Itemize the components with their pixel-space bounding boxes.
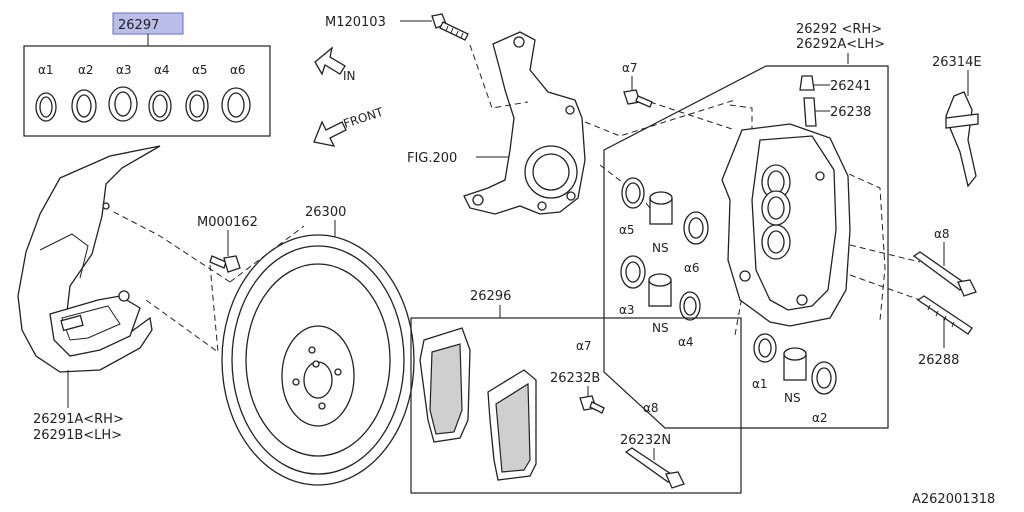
seal-kit-items: α1 α2 α3 α4 α5 α6 (35, 63, 251, 123)
piston-seal-inner (688, 217, 704, 239)
piston-seal-inner (816, 367, 832, 389)
kit-item-label[interactable]: α4 (154, 63, 170, 77)
seal-ring-inner (189, 94, 205, 118)
part-label-ns[interactable]: NS (652, 241, 669, 255)
kit-item-label[interactable]: α2 (78, 63, 94, 77)
part-label-alpha8[interactable]: α8 (934, 227, 950, 241)
part-label-alpha5[interactable]: α5 (619, 223, 635, 237)
pad-kit-box (410, 317, 742, 494)
bolt-icon (579, 395, 605, 414)
part-label-alpha2[interactable]: α2 (812, 411, 828, 425)
part-number-26296[interactable]: 26296 (470, 289, 511, 304)
seal-ring-inner (152, 94, 168, 118)
piston-seal-inner (625, 261, 641, 283)
kit-item-label[interactable]: α3 (116, 63, 132, 77)
part-number-26288[interactable]: 26288 (918, 353, 959, 368)
brake-pad-icon (419, 327, 471, 443)
part-number-26291b-lh[interactable]: 26291B<LH> (33, 428, 122, 443)
direction-front-arrow-icon: FRONT (313, 105, 386, 147)
part-label-alpha1[interactable]: α1 (752, 377, 768, 391)
piston-seal-inner (758, 338, 772, 358)
caliper-assembly-box (603, 65, 889, 429)
figure-ref-fig200[interactable]: FIG.200 (407, 151, 457, 166)
part-label-alpha4[interactable]: α4 (678, 335, 694, 349)
direction-front-label: FRONT (342, 105, 386, 131)
part-number-26292-rh[interactable]: 26292 <RH> (796, 22, 882, 37)
part-number-26297[interactable]: 26297 (118, 18, 159, 33)
diagram-code: A262001318 (912, 492, 995, 507)
piston-seal-inner (683, 296, 697, 316)
spring-clip-icon (945, 91, 979, 188)
part-label-alpha6[interactable]: α6 (684, 261, 700, 275)
guide-pin-icon (912, 251, 977, 297)
bolt-icon (431, 13, 469, 41)
bolt-icon (209, 255, 241, 273)
part-number-26232n[interactable]: 26232N (620, 433, 671, 448)
bleeder-screw-icon (803, 97, 817, 127)
part-label-alpha8-pad[interactable]: α8 (643, 401, 659, 415)
kit-item-label[interactable]: α1 (38, 63, 54, 77)
seal-ring-inner (76, 94, 92, 118)
seal-ring-inner (227, 92, 245, 118)
piston-icon (649, 191, 673, 225)
dust-shield-icon (17, 145, 161, 373)
part-label-ns[interactable]: NS (784, 391, 801, 405)
part-number-m120103[interactable]: M120103 (325, 15, 386, 30)
slide-pin-icon (916, 295, 973, 335)
part-number-26238[interactable]: 26238 (830, 105, 871, 120)
piston-icon (648, 273, 672, 307)
part-number-26292a-lh[interactable]: 26292A<LH> (796, 37, 885, 52)
bleeder-cap-icon (799, 75, 815, 91)
direction-in-arrow-icon: IN (314, 46, 356, 83)
part-label-ns[interactable]: NS (652, 321, 669, 335)
direction-in-label: IN (343, 69, 356, 83)
brake-pad-icon (487, 369, 537, 481)
part-label-alpha7[interactable]: α7 (622, 61, 638, 75)
brake-caliper-icon (721, 123, 851, 327)
guide-pin-icon (624, 447, 685, 489)
bolt-icon (623, 89, 653, 108)
seal-ring-inner (39, 96, 53, 118)
part-number-26300[interactable]: 26300 (305, 205, 346, 220)
piston-icon (783, 347, 807, 381)
seal-kit-box (23, 45, 271, 137)
piston-seal-inner (625, 182, 641, 204)
seal-ring-inner (114, 91, 132, 117)
part-number-26291a-rh[interactable]: 26291A<RH> (33, 412, 124, 427)
part-number-26314e[interactable]: 26314E (932, 55, 982, 70)
part-number-26232b[interactable]: 26232B (550, 371, 600, 386)
part-label-alpha7-pad[interactable]: α7 (576, 339, 592, 353)
brake-rotor-icon (221, 234, 415, 486)
part-number-m000162[interactable]: M000162 (197, 215, 258, 230)
part-label-alpha3[interactable]: α3 (619, 303, 635, 317)
part-number-26241[interactable]: 26241 (830, 79, 871, 94)
kit-item-label[interactable]: α5 (192, 63, 208, 77)
kit-item-label[interactable]: α6 (230, 63, 246, 77)
steering-knuckle-icon (463, 31, 586, 215)
